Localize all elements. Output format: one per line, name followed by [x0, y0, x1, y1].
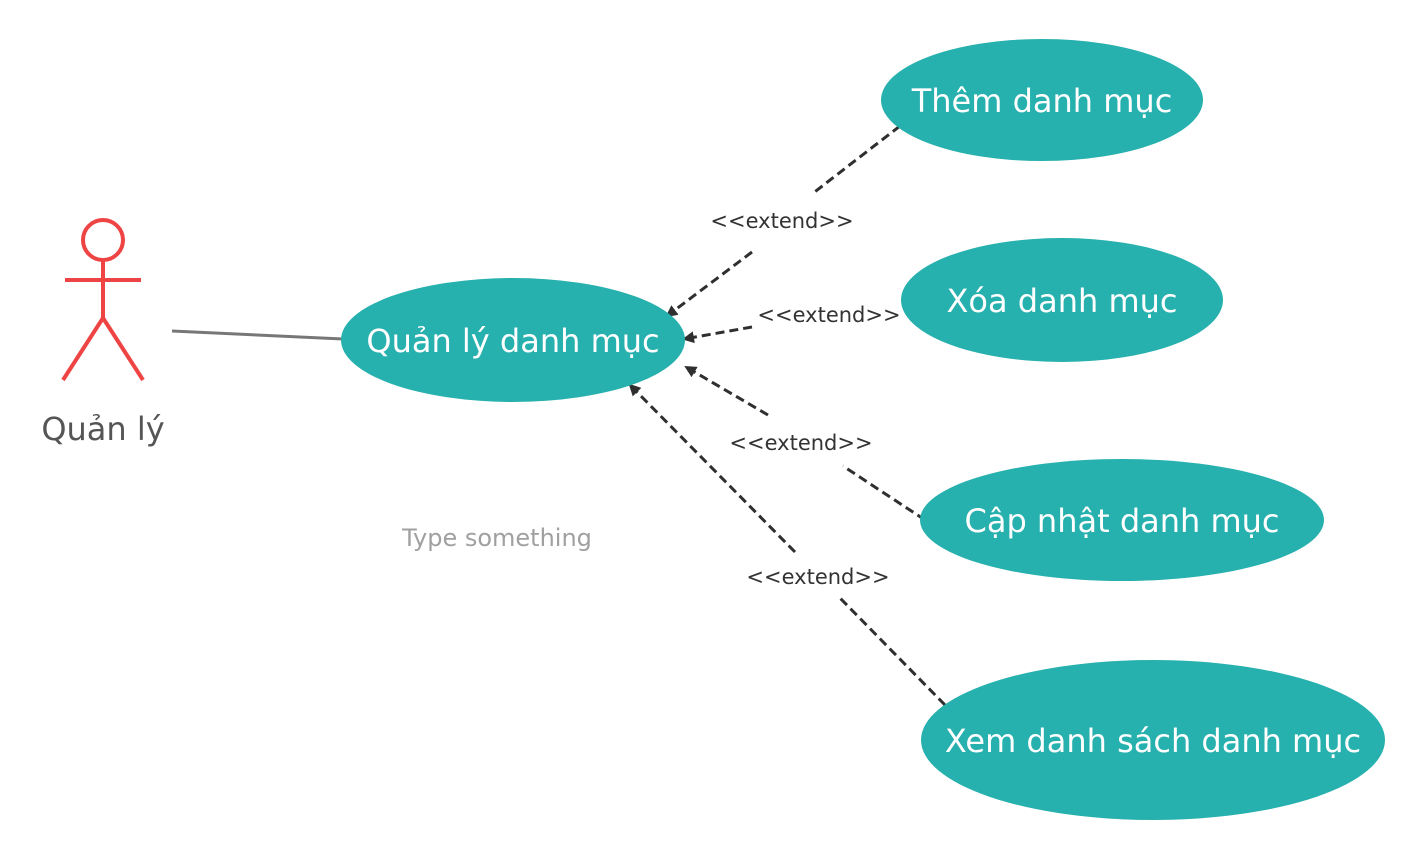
- extend-edge-list[interactable]: <<extend>>: [628, 383, 947, 707]
- use-case-list[interactable]: Xem danh sách danh mục: [921, 660, 1385, 820]
- extend-label-add: <<extend>>: [710, 209, 853, 233]
- extend-label-delete: <<extend>>: [757, 303, 900, 327]
- use-case-update[interactable]: Cập nhật danh mục: [920, 459, 1324, 581]
- extend-edge-update[interactable]: <<extend>>: [684, 365, 926, 522]
- use-case-delete-label: Xóa danh mục: [947, 282, 1178, 320]
- use-case-list-label: Xem danh sách danh mục: [945, 722, 1361, 760]
- use-case-add[interactable]: Thêm danh mục: [881, 39, 1203, 161]
- association-line[interactable]: [171, 329, 344, 341]
- extend-label-list: <<extend>>: [746, 565, 889, 589]
- use-case-delete[interactable]: Xóa danh mục: [901, 238, 1223, 362]
- use-case-main-label: Quản lý danh mục: [366, 322, 659, 360]
- use-case-update-label: Cập nhật danh mục: [964, 502, 1279, 540]
- use-case-main[interactable]: Quản lý danh mục: [341, 278, 685, 402]
- extend-label-update: <<extend>>: [729, 431, 872, 455]
- extend-edge-add[interactable]: <<extend>>: [665, 124, 901, 318]
- canvas-placeholder[interactable]: Type something: [401, 524, 592, 552]
- actor-label: Quản lý: [41, 410, 164, 448]
- extend-edge-delete[interactable]: <<extend>>: [682, 303, 901, 344]
- actor-quan-ly[interactable]: Quản lý: [41, 218, 165, 448]
- use-case-add-label: Thêm danh mục: [911, 82, 1173, 120]
